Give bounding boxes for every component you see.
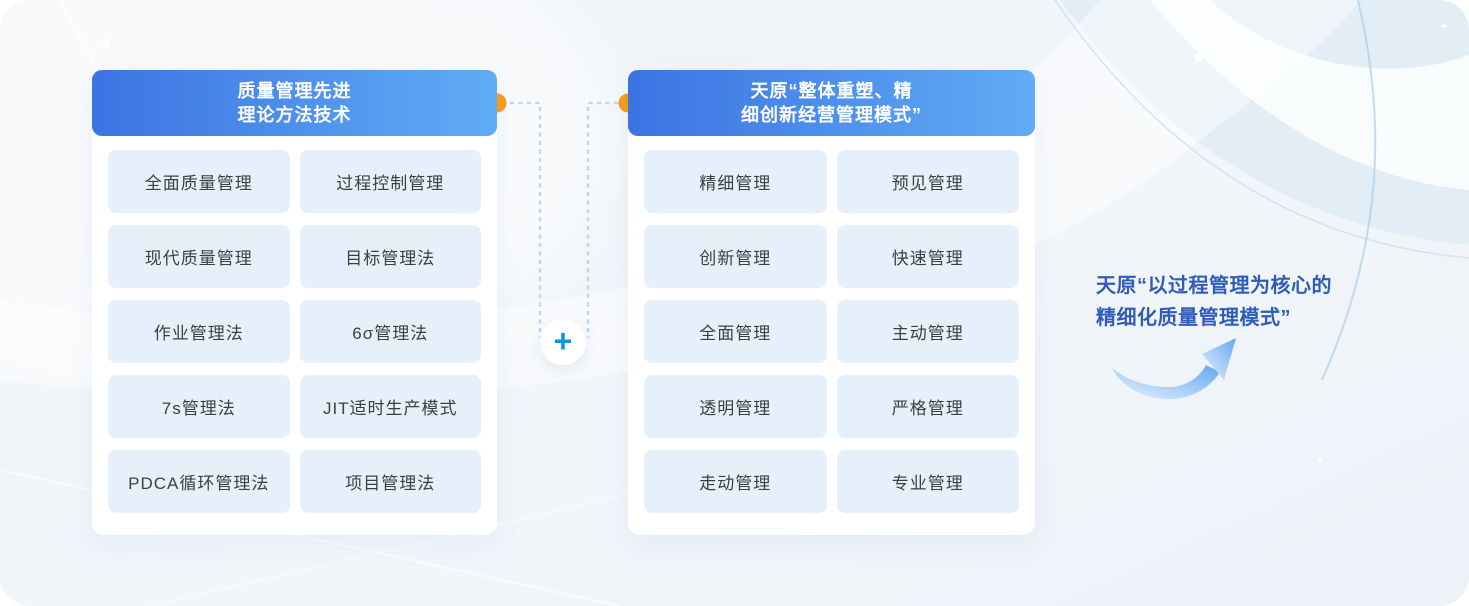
right-panel: 天原“整体重塑、精 细创新经营管理模式” 精细管理 预见管理 创新管理 快速管理…: [628, 70, 1035, 535]
tile: 全面质量管理: [108, 150, 290, 213]
tile: 创新管理: [644, 225, 827, 288]
tile: 目标管理法: [299, 225, 481, 288]
tile: PDCA循环管理法: [108, 450, 290, 513]
connector-dash-left: [510, 101, 542, 338]
left-panel-header-line1: 质量管理先进: [237, 81, 352, 101]
sparkle-dot: [1317, 457, 1323, 463]
left-panel-header: 质量管理先进 理论方法技术: [92, 70, 497, 136]
arrow-icon: [1106, 330, 1246, 410]
tile: 严格管理: [836, 375, 1019, 438]
tile: 快速管理: [836, 225, 1019, 288]
left-panel-header-line2: 理论方法技术: [237, 105, 352, 125]
tile: 7s管理法: [108, 375, 290, 438]
sparkle-dot: [1194, 52, 1204, 62]
result-text-line2: 精细化质量管理模式”: [1096, 307, 1291, 329]
tile: 作业管理法: [108, 300, 290, 363]
swoosh-band-white: [1150, 0, 1469, 190]
tile: 精细管理: [644, 150, 827, 213]
result-text-line1: 天原“以过程管理为核心的: [1096, 275, 1332, 297]
swoosh-band: [1060, 0, 1469, 245]
tile: JIT适时生产模式: [299, 375, 481, 438]
tile: 专业管理: [836, 450, 1019, 513]
plus-badge: +: [540, 319, 586, 365]
right-panel-grid: 精细管理 预见管理 创新管理 快速管理 全面管理 主动管理 透明管理 严格管理 …: [644, 150, 1019, 513]
right-panel-header-line1: 天原“整体重塑、精: [750, 81, 913, 101]
right-panel-header-line2: 细创新经营管理模式”: [741, 105, 922, 125]
swoosh-line: [1054, 0, 1469, 259]
result-text: 天原“以过程管理为核心的 精细化质量管理模式”: [1096, 270, 1396, 334]
tile: 主动管理: [836, 300, 1019, 363]
tile: 透明管理: [644, 375, 827, 438]
left-panel: 质量管理先进 理论方法技术 全面质量管理 过程控制管理 现代质量管理 目标管理法…: [92, 70, 497, 535]
connector-dash-right: [586, 101, 618, 338]
left-panel-grid: 全面质量管理 过程控制管理 现代质量管理 目标管理法 作业管理法 6σ管理法 7…: [108, 150, 481, 513]
tile: 过程控制管理: [299, 150, 481, 213]
tile: 走动管理: [644, 450, 827, 513]
tile: 全面管理: [644, 300, 827, 363]
tile: 6σ管理法: [299, 300, 481, 363]
tile: 现代质量管理: [108, 225, 290, 288]
sparkle-icon: [100, 36, 114, 50]
right-panel-header: 天原“整体重塑、精 细创新经营管理模式”: [628, 70, 1035, 136]
tile: 预见管理: [836, 150, 1019, 213]
plus-icon: +: [553, 322, 573, 359]
sparkle-icon: [1351, 106, 1363, 118]
tile: 项目管理法: [299, 450, 481, 513]
sparkle-icon: [1439, 21, 1449, 31]
